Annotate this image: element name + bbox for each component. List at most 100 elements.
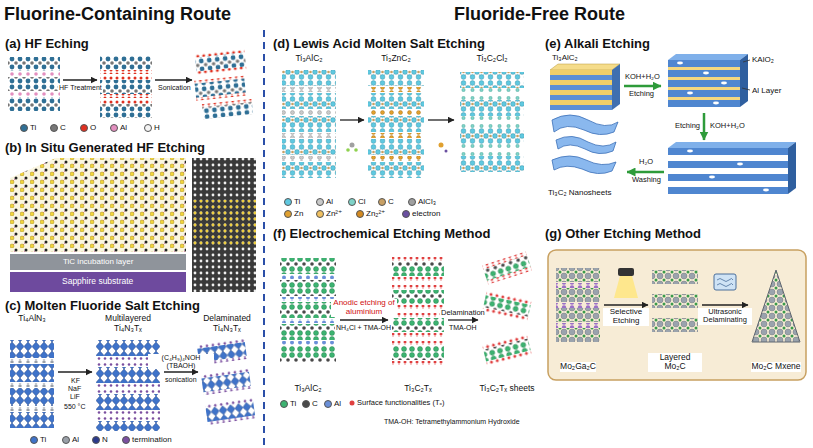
legend-item: AlCl₃ [408, 197, 436, 207]
art-shape [282, 93, 336, 109]
art-shape [392, 346, 444, 360]
art-shape [668, 67, 740, 70]
edge-label: (C₄H₉)₄NOH (TBAOH) [148, 354, 214, 369]
annotation-label: Sonication [157, 84, 192, 92]
art-shape [282, 139, 336, 155]
panel-title: (c) Molten Fluoride Salt Etching [2, 297, 203, 314]
art-shape [280, 302, 336, 318]
art-shape [552, 115, 618, 135]
art-shape [550, 90, 612, 95]
art-shape [368, 70, 424, 86]
art-shape [687, 150, 693, 153]
stage-box: Ti₃ZnC₂ [364, 54, 428, 192]
art-shape [8, 57, 60, 71]
edge-label: Ultrasonic Delaminating [698, 308, 752, 325]
legend-text: Zn [294, 209, 303, 219]
art-shape [486, 350, 532, 365]
art-shape [392, 290, 444, 304]
stage-label: Delaminated Ti₄N₃Tₓ [198, 314, 256, 333]
legend-item: Al [110, 123, 127, 133]
art-shape [548, 250, 806, 380]
art-shape [460, 116, 524, 120]
legend-swatch [356, 210, 364, 218]
legend-item: termination [122, 435, 172, 445]
art-shape [350, 143, 355, 148]
annotation-label: HF Treatment [58, 84, 103, 92]
legend-swatch [144, 124, 152, 132]
panel-title: (f) Electrochemical Etching Method [270, 225, 493, 242]
panel: (f) Electrochemical Etching MethodTi₃AlC… [270, 224, 538, 446]
legend-item: Cl [348, 197, 366, 207]
art-shape [460, 144, 524, 148]
art-shape [717, 284, 733, 287]
legend-swatch [62, 436, 70, 444]
art-shape [368, 110, 424, 115]
art-shape [96, 384, 160, 387]
art-shape [550, 64, 620, 70]
art-shape [10, 158, 186, 252]
art-shape [63, 79, 97, 80]
other-etching-art [548, 250, 806, 380]
legend-text: N [102, 435, 108, 445]
art-shape [192, 158, 256, 292]
art-shape [392, 313, 444, 317]
art-shape [460, 100, 524, 116]
art-shape [10, 412, 54, 428]
annotation-label: Sapphire substrate [62, 277, 133, 287]
legend-swatch [92, 436, 100, 444]
legend-text: Al [120, 123, 127, 133]
legend-item: N [92, 435, 108, 445]
route-divider [263, 30, 265, 448]
art-shape [392, 341, 444, 345]
art-shape [460, 88, 524, 92]
legend-text: C [60, 123, 66, 133]
stage-box: Layered Mo₂C [648, 262, 702, 372]
art-shape [668, 70, 740, 77]
legend-text: electron [412, 209, 440, 219]
legend-swatch [408, 198, 416, 206]
process-arrow [448, 319, 478, 320]
annotation-label: H₂O [639, 158, 653, 167]
annotation-label: LiF [70, 393, 80, 401]
art-shape [96, 367, 160, 383]
art-shape [280, 275, 336, 279]
art-shape [487, 267, 532, 285]
legend-text: Cl [358, 197, 366, 207]
stage-label: Multilayered Ti₄N₃Tₓ [92, 314, 164, 333]
art-shape [350, 401, 355, 406]
art-shape [282, 156, 336, 161]
legend-swatch [50, 124, 58, 132]
art-shape [668, 90, 740, 97]
art-shape [280, 346, 336, 362]
legend-text: Ti [294, 197, 300, 207]
annotation-label: Fluoride-Free Route [454, 4, 625, 25]
panel: (a) HF Eching [2, 34, 260, 136]
stage-box: Ti₃C₂Cl₂ [454, 54, 530, 192]
art-shape [282, 133, 336, 138]
art-shape [346, 148, 350, 152]
art-shape [196, 93, 246, 101]
art-shape [556, 303, 600, 308]
art-shape [368, 162, 424, 178]
panel-title: (b) In Situ Generated HF Etching [2, 139, 208, 156]
panel-title: (g) Other Etching Method [542, 225, 704, 242]
art-shape [282, 110, 336, 115]
art-shape [280, 341, 336, 345]
art-shape [709, 176, 715, 179]
legend-item: Ti [280, 399, 296, 409]
art-shape [614, 276, 638, 298]
edge-label: Delamination [440, 309, 486, 317]
edge-label: Selective Etching [603, 308, 649, 326]
legend-item: Al [316, 197, 333, 207]
art-shape [392, 318, 444, 332]
alkali-etching-art [550, 54, 796, 194]
panel-title: (d) Lewis Acid Molten Salt Etching [270, 35, 488, 52]
stage-box: Delaminated Ti₄N₃Tₓ [198, 314, 256, 432]
art-shape [392, 257, 444, 261]
art-shape [8, 92, 60, 96]
art-shape [737, 163, 743, 166]
panel: (g) Other Etching MethodMo₂Ga₂CLayered M… [542, 224, 810, 446]
legend-swatch [284, 198, 292, 206]
legend-text: Al [326, 197, 333, 207]
